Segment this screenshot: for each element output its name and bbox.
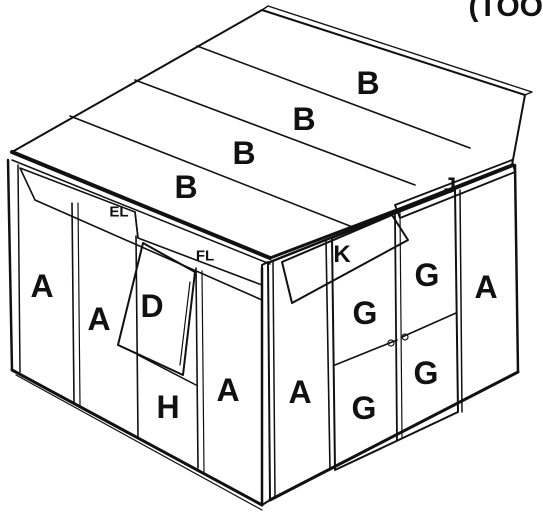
label-b-3: B [232, 135, 256, 171]
roof-seam-3 [196, 45, 471, 149]
window-d [117, 242, 196, 376]
roof-seam-1 [69, 115, 356, 229]
label-g-3: G [351, 390, 377, 426]
roof-front-trim [10, 150, 272, 260]
roof-seam-2 [134, 79, 416, 186]
label-g-4: G [413, 355, 439, 391]
label-a-2: A [87, 301, 111, 337]
label-a-3: A [216, 372, 240, 408]
label-k: K [333, 241, 351, 268]
right-wall [268, 163, 520, 502]
roof-outline [11, 9, 526, 259]
label-d: D [140, 288, 164, 324]
label-h: H [156, 389, 180, 425]
label-el: EL [109, 203, 129, 221]
panel-k [281, 214, 409, 304]
label-b-2: B [292, 101, 316, 137]
corner-text: (TOO [468, 0, 543, 23]
label-a-1: A [30, 268, 54, 304]
label-j: J [443, 173, 457, 198]
label-g-2: G [414, 257, 440, 293]
label-a-5: A [474, 269, 498, 305]
label-a-4: A [288, 374, 312, 410]
label-b-1: B [356, 65, 380, 101]
panel-el-fl [19, 167, 263, 301]
door-frame [331, 189, 459, 471]
label-fl: FL [195, 247, 215, 265]
label-g-1: G [352, 295, 378, 331]
label-b-4: B [174, 169, 198, 205]
